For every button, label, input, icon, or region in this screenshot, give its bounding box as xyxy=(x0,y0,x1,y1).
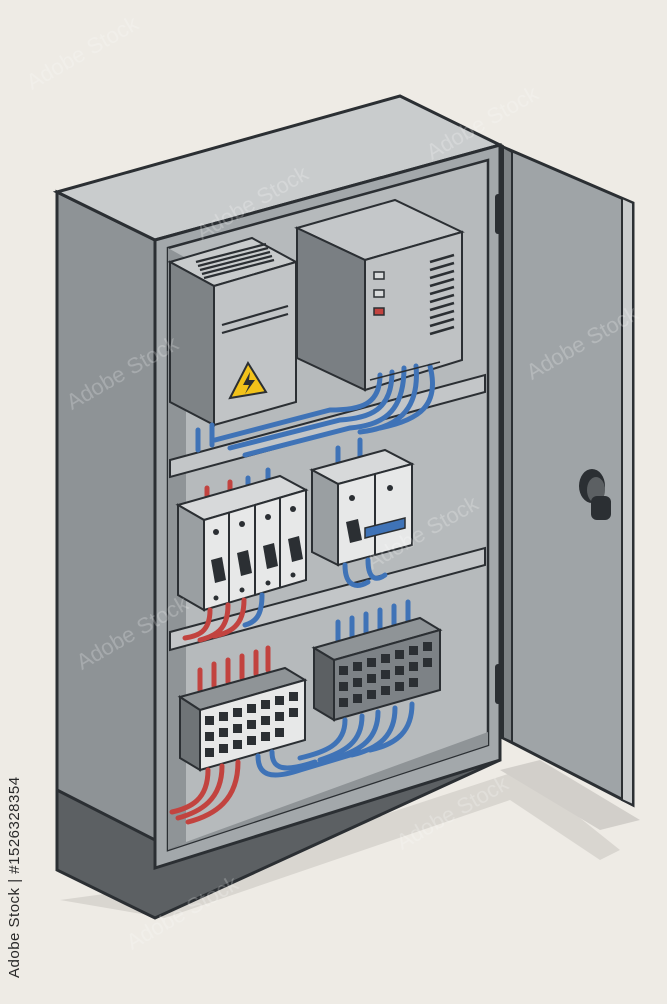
rcd-block xyxy=(309,437,415,588)
door-shadow xyxy=(500,760,640,830)
cabinet-side-panel xyxy=(55,189,157,871)
transformer-box xyxy=(167,236,299,427)
terminal-block-left xyxy=(169,645,363,825)
high-voltage-warning-icon xyxy=(228,360,268,400)
door-handle-icon xyxy=(579,469,611,520)
rcd-test-lever xyxy=(364,517,406,539)
breaker-group-left xyxy=(175,467,309,643)
stock-id-label: Adobe Stock | #1526328354 xyxy=(6,776,23,978)
controller-box xyxy=(294,198,465,392)
controller-button-1 xyxy=(373,271,385,280)
controller-indicator-red xyxy=(373,307,385,316)
terminal-block-right xyxy=(297,599,443,763)
interior-floor xyxy=(168,732,488,850)
cabinet-door xyxy=(501,144,635,808)
top-blue-wires xyxy=(195,363,436,458)
controller-vent-grille xyxy=(429,253,455,336)
controller-button-2 xyxy=(373,289,385,298)
